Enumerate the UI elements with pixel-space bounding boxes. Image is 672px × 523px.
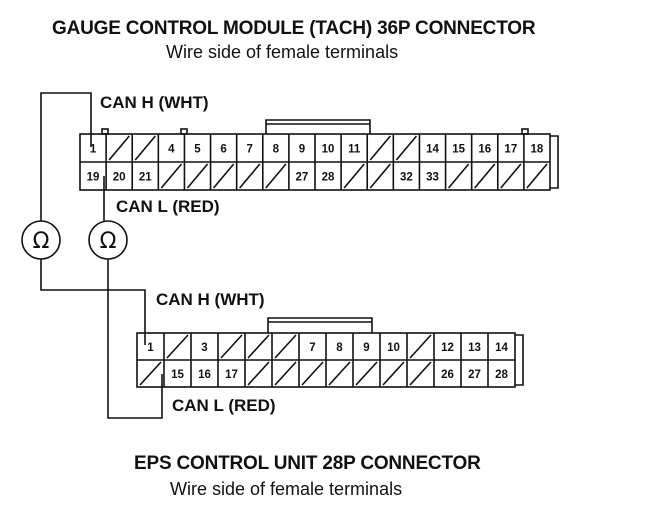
ohmmeter-can-h-symbol: Ω [33, 229, 50, 254]
gauge-empty-cavity [343, 163, 365, 189]
ohmmeter-can-l-symbol: Ω [100, 229, 117, 254]
eps-top-terminal-3: 3 [201, 342, 207, 354]
gauge-empty-cavity [500, 163, 522, 189]
eps-empty-cavity [409, 361, 432, 386]
gauge-empty-cavity [186, 163, 209, 189]
eps-empty-cavity [328, 361, 351, 386]
gauge-empty-cavity [265, 163, 287, 189]
eps-top-terminal-1: 1 [147, 342, 154, 354]
gauge-bottom-terminal-19: 19 [87, 172, 100, 184]
eps-empty-cavity [247, 361, 270, 386]
eps-empty-cavity [355, 361, 378, 386]
gauge-empty-cavity [134, 135, 156, 161]
gauge-bottom-terminal-20: 20 [113, 172, 126, 184]
eps-top-terminal-12: 12 [441, 342, 454, 354]
gauge-top-terminal-15: 15 [452, 144, 465, 156]
gauge-empty-cavity [474, 163, 496, 189]
gauge-top-terminal-11: 11 [348, 144, 361, 156]
gauge-empty-cavity [369, 135, 391, 161]
gauge-top-terminal-6: 6 [220, 144, 226, 156]
eps-top-terminal-9: 9 [363, 342, 369, 354]
eps-bottom-terminal-16: 16 [198, 369, 211, 381]
gauge-empty-cavity [108, 135, 130, 161]
gauge-can-h-label: CAN H (WHT) [100, 93, 209, 112]
gauge-empty-cavity [395, 135, 418, 161]
eps-bottom-terminal-17: 17 [225, 369, 238, 381]
wire-can-h-gauge [40, 92, 92, 221]
gauge-empty-cavity [239, 163, 261, 189]
gauge-top-terminal-8: 8 [273, 144, 280, 156]
gauge-can-l-label: CAN L (RED) [116, 197, 220, 216]
eps-connector-title: EPS CONTROL UNIT 28P CONNECTOR [134, 453, 481, 474]
gauge-top-terminal-7: 7 [247, 144, 253, 156]
eps-empty-cavity [139, 361, 162, 386]
gauge-empty-cavity [526, 163, 548, 189]
eps-empty-cavity [382, 361, 405, 386]
eps-connector-subtitle: Wire side of female terminals [170, 479, 403, 499]
gauge-lock-tab [265, 119, 371, 134]
gauge-top-terminal-10: 10 [322, 144, 335, 156]
gauge-nib [180, 128, 188, 135]
gauge-empty-cavity [369, 163, 391, 189]
gauge-bottom-terminal-28: 28 [322, 172, 335, 184]
gauge-connector-subtitle: Wire side of female terminals [166, 42, 399, 62]
gauge-nib [521, 128, 529, 135]
gauge-top-terminal-18: 18 [531, 144, 544, 156]
gauge-empty-cavity [447, 163, 470, 189]
eps-top-terminal-13: 13 [468, 342, 481, 354]
gauge-top-terminal-9: 9 [299, 144, 305, 156]
gauge-top-terminal-4: 4 [168, 144, 175, 156]
gauge-bottom-terminal-21: 21 [139, 172, 152, 184]
eps-side-ear [515, 334, 524, 386]
gauge-top-terminal-5: 5 [194, 144, 201, 156]
wire-can-h-eps [40, 259, 146, 345]
eps-empty-cavity [166, 334, 189, 359]
gauge-bottom-terminal-33: 33 [426, 172, 439, 184]
wire-can-l-eps [107, 259, 163, 419]
eps-top-terminal-14: 14 [495, 342, 508, 354]
eps-bottom-terminal-28: 28 [495, 369, 508, 381]
eps-empty-cavity [274, 334, 297, 359]
eps-empty-cavity [409, 334, 432, 359]
eps-bottom-terminal-26: 26 [441, 369, 454, 381]
eps-empty-cavity [301, 361, 324, 386]
gauge-bottom-terminal-32: 32 [400, 172, 413, 184]
gauge-empty-cavity [160, 163, 183, 189]
gauge-top-terminal-14: 14 [426, 144, 439, 156]
eps-bottom-terminal-15: 15 [171, 369, 184, 381]
eps-top-terminal-10: 10 [387, 342, 400, 354]
gauge-side-ear [550, 135, 559, 189]
eps-empty-cavity [274, 361, 297, 386]
gauge-empty-cavity [212, 163, 235, 189]
eps-can-l-label: CAN L (RED) [172, 396, 276, 415]
eps-top-terminal-7: 7 [309, 342, 315, 354]
eps-empty-cavity [220, 334, 243, 359]
eps-can-h-label: CAN H (WHT) [156, 290, 265, 309]
gauge-connector-title: GAUGE CONTROL MODULE (TACH) 36P CONNECTO… [52, 18, 536, 39]
gauge-bottom-terminal-27: 27 [296, 172, 309, 184]
eps-empty-cavity [247, 334, 270, 359]
eps-bottom-terminal-27: 27 [468, 369, 481, 381]
eps-lock-tab [267, 317, 373, 333]
eps-top-terminal-8: 8 [336, 342, 343, 354]
gauge-top-terminal-17: 17 [504, 144, 517, 156]
gauge-top-terminal-16: 16 [478, 144, 491, 156]
gauge-nib [101, 128, 109, 135]
gauge-top-terminal-1: 1 [90, 144, 97, 156]
